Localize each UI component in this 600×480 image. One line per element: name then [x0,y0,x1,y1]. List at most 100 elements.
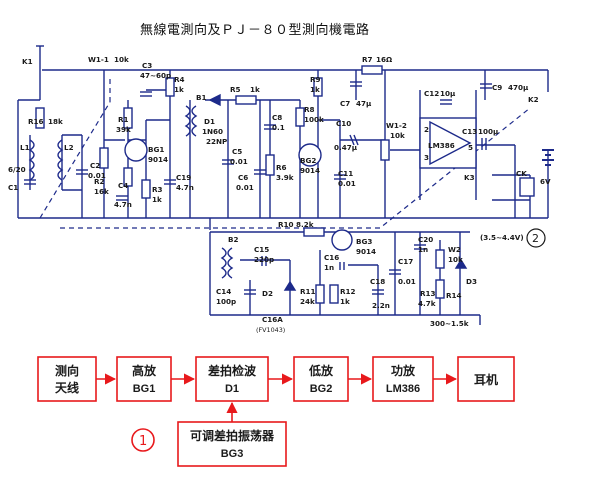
lbl-r1-val: 39k [116,125,131,134]
lbl-c3: C3 [142,61,152,70]
r2-resistor [123,167,133,187]
lbl-l2: L2 [64,143,74,152]
lbl-c10-val: 0.47μ [334,143,358,152]
lbl-c14: C14 [216,287,231,296]
block-rf-amp-line2: BG1 [133,383,156,395]
lbl-r16: R16 [28,117,44,126]
lbl-c16a: C16A [262,315,283,324]
lbl-pin2: 2 [424,125,429,134]
l2-coil [57,139,64,181]
b2-coil-b [227,247,234,279]
lbl-c9-val: 470μ [508,83,529,92]
lbl-voltage-note: (3.5~4.4V) [480,233,524,242]
lbl-r12-val: 1k [340,297,350,306]
page-title: 無線電測向及ＰＪ－８０型測向機電路 [140,23,370,38]
bg1-transistor [124,138,148,162]
lbl-c15: C15 [254,245,269,254]
lbl-c15-val: 220p [254,255,274,264]
block-oscillator-line2: BG3 [221,448,244,460]
lbl-c18: C18 [370,277,385,286]
block-detector-line1: 差拍检波 [207,363,257,378]
lbl-ck: CK [516,169,527,178]
lbl-c1: C1 [8,183,18,192]
lbl-c20: C20 [418,235,433,244]
lbl-r11-val: 24k [300,297,315,306]
block-lf-amp-line2: BG2 [310,383,333,395]
lbl-resistor-range: 300~1.5k [430,319,469,328]
lbl-c18-val: 2.2n [372,301,390,310]
block-rf-amp-line1: 高放 [132,363,157,378]
lbl-r10: R10 [278,220,294,229]
r13-resistor [435,279,445,299]
lbl-w2-val: 10k [448,255,463,264]
lbl-c17: C17 [398,257,413,266]
lbl-c17-val: 0.01 [398,277,416,286]
lbl-r7: R7 [362,55,373,64]
lbl-c13: C13 [462,127,477,136]
lbl-c4-val: 4.7n [114,200,132,209]
lbl-r5-val: 1k [250,85,260,94]
lbl-d1: D1 [204,117,215,126]
lbl-c8: C8 [272,113,282,122]
lbl-w1-2-val: 10k [390,131,405,140]
b1-coil-a [184,105,191,137]
lm386-triangle [429,120,472,166]
lbl-k3: K3 [464,173,475,182]
lbl-pin5: 5 [468,143,473,152]
lbl-d3: D3 [466,277,477,286]
lbl-c5-val: 0.01 [230,157,248,166]
block-oscillator-line1: 可调差拍振荡器 [190,428,275,443]
lbl-c4: C4 [118,181,128,190]
lbl-c6-val: 0.01 [236,183,254,192]
lbl-c16: C16 [324,253,339,262]
lbl-l1: L1 [20,143,30,152]
lbl-c11-val: 0.01 [338,179,356,188]
lbl-w1-2: W1-2 [386,121,407,130]
lbl-c14-val: 100p [216,297,236,306]
wires-oscillator [209,218,481,325]
lbl-bg2: BG2 [300,156,316,165]
lbl-k1: K1 [22,57,33,66]
lbl-bg2-val: 9014 [300,166,320,175]
r1-resistor [123,107,133,129]
lbl-c12: C12 [424,89,439,98]
lbl-r13: R13 [420,289,436,298]
lbl-d2: D2 [262,289,273,298]
lbl-bg3-val: 9014 [356,247,376,256]
lbl-r11: R11 [300,287,316,296]
lbl-pin3: 3 [424,153,429,162]
dashed-gang-line [39,78,531,229]
lbl-w2: W2 [448,245,461,254]
r10-resistor [303,227,325,237]
lbl-c20-val: 1n [418,245,428,254]
lbl-d1-cap: 22NP [206,137,227,146]
block-detector-line2: D1 [225,383,239,395]
d2-diode [283,280,297,291]
r3-resistor [141,179,151,199]
block-earphone-line1: 耳机 [474,372,498,387]
lbl-c2-val: 0.01 [88,171,106,180]
lbl-c12-val: 10μ [440,89,456,98]
lbl-r2-val: 16k [94,187,109,196]
lbl-b2: B2 [228,235,238,244]
lbl-k2: K2 [528,95,539,104]
r6-resistor [265,154,275,176]
lbl-c7-val: 47μ [356,99,372,108]
w1-2-pot [380,139,390,161]
lbl-r5: R5 [230,85,241,94]
r7-resistor [361,65,383,75]
lbl-r6: R6 [276,163,287,172]
lbl-bg1: BG1 [148,145,164,154]
lbl-c1-val: 6/20 [8,165,26,174]
r12-resistor [329,284,339,304]
lbl-c3-val: 47~60p [140,71,171,80]
lbl-bg1-val: 9014 [148,155,168,164]
lbl-r12: R12 [340,287,356,296]
lbl-bg3: BG3 [356,237,372,246]
lbl-r9: R9 [310,75,321,84]
block-antenna-line1: 测向 [55,363,79,378]
r4-resistor [165,77,175,97]
lbl-lm386: LM386 [428,141,455,150]
